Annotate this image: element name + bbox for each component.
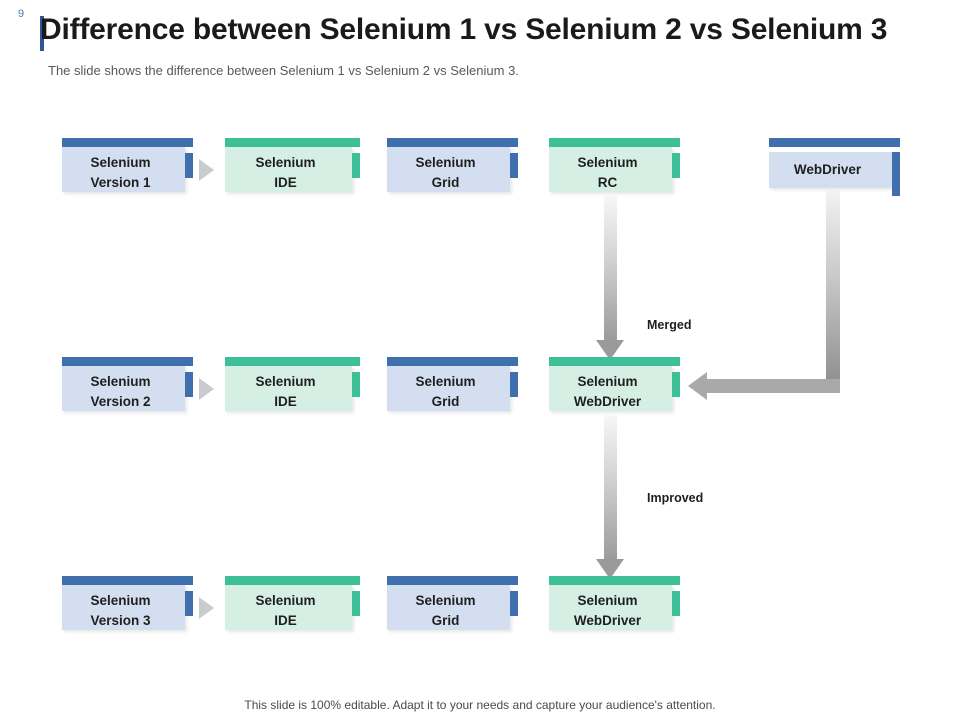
node-right-accent — [510, 591, 518, 616]
node-top-accent — [387, 357, 518, 366]
node-top-accent — [387, 138, 518, 147]
node-top-accent — [62, 138, 193, 147]
arrow-right-icon — [199, 378, 214, 400]
node-top-accent — [769, 138, 900, 147]
arrow-right-icon — [199, 159, 214, 181]
title-accent-rule — [40, 16, 44, 51]
node-right-accent — [510, 153, 518, 178]
webdriver-merge-connector-horizontal — [706, 379, 840, 393]
arrow-right-icon — [199, 597, 214, 619]
node-top-accent — [549, 576, 680, 585]
webdriver-merge-arrow-head — [688, 372, 707, 400]
node-top-accent — [549, 357, 680, 366]
node-right-accent — [352, 153, 360, 178]
footer-note: This slide is 100% editable. Adapt it to… — [244, 698, 716, 712]
node-top-accent — [225, 576, 360, 585]
page-number: 9 — [18, 8, 25, 20]
merged-arrow-shaft — [604, 196, 617, 342]
node-top-accent — [225, 357, 360, 366]
node-right-accent — [672, 372, 680, 397]
node-top-accent — [62, 576, 193, 585]
node-webdriver[interactable]: WebDriver — [769, 138, 900, 196]
node-right-accent — [185, 153, 193, 178]
node-top-accent — [387, 576, 518, 585]
page-subtitle: The slide shows the difference between S… — [48, 63, 519, 78]
node-label: WebDriver — [793, 162, 862, 178]
merged-label: Merged — [647, 318, 692, 332]
node-right-accent — [352, 591, 360, 616]
webdriver-merge-connector-vertical — [826, 190, 840, 386]
node-right-accent — [185, 591, 193, 616]
page-title: Difference between Selenium 1 vs Seleniu… — [40, 13, 888, 46]
node-top-accent — [549, 138, 680, 147]
node-top-accent — [62, 357, 193, 366]
node-right-accent — [185, 372, 193, 397]
node-top-accent — [225, 138, 360, 147]
merged-arrow-head — [596, 340, 624, 360]
node-right-accent — [892, 152, 900, 196]
node-right-accent — [510, 372, 518, 397]
improved-label: Improved — [647, 491, 704, 505]
improved-arrow-shaft — [604, 415, 617, 561]
node-right-accent — [672, 153, 680, 178]
node-right-accent — [352, 372, 360, 397]
node-right-accent — [672, 591, 680, 616]
improved-arrow-head — [596, 559, 624, 579]
